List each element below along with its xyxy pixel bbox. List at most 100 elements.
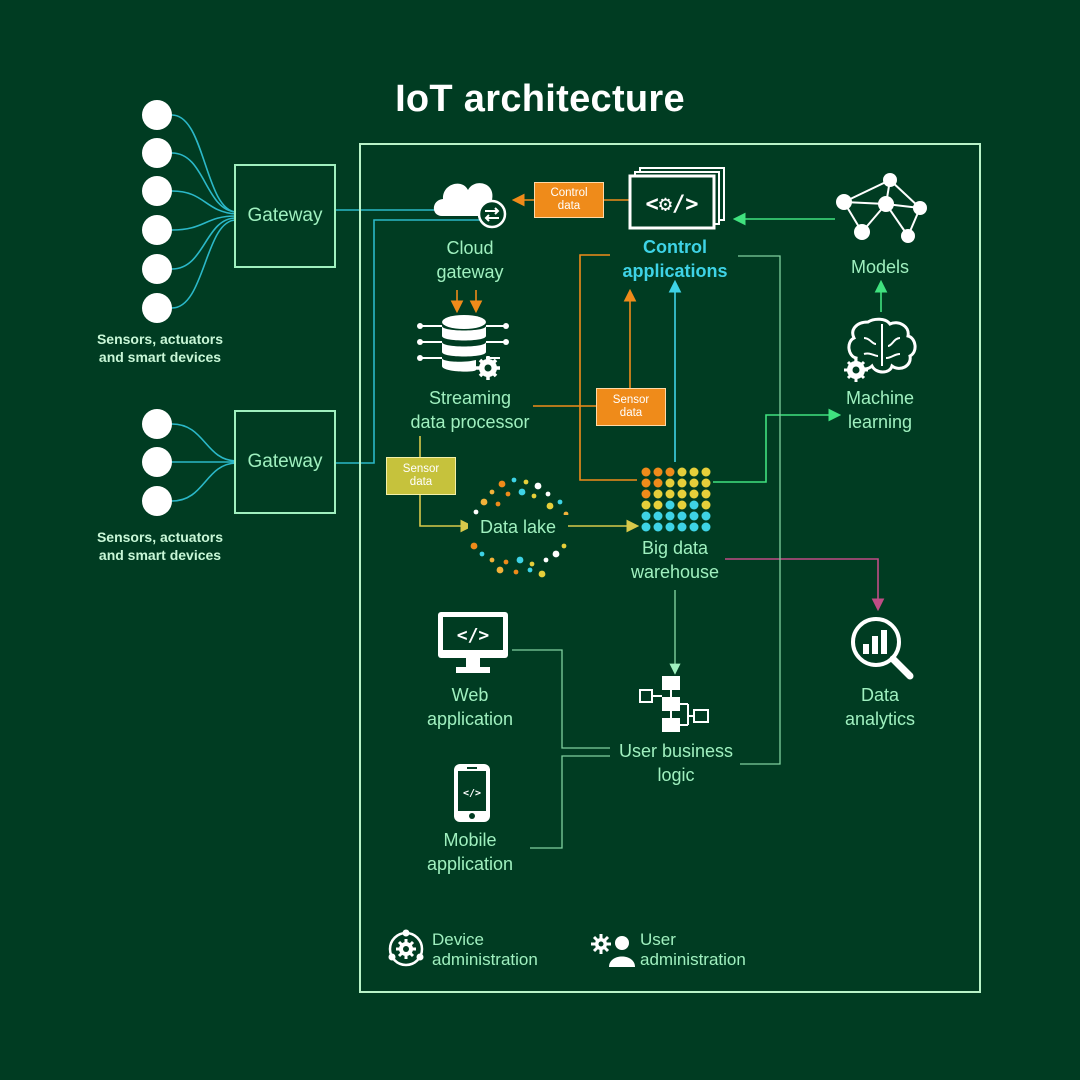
warehouse-dot <box>701 500 711 510</box>
warehouse-dot <box>677 511 687 521</box>
sensor-data-tag-orange: Sensor data <box>596 388 666 426</box>
lake-dot <box>531 493 537 499</box>
lake-dot <box>546 502 554 510</box>
lake-dot <box>489 557 495 563</box>
page-title: IoT architecture <box>395 78 685 120</box>
warehouse-dot <box>641 500 651 510</box>
lake-dot <box>498 480 506 488</box>
lake-dot <box>557 499 563 505</box>
control-applications-label: Control applications <box>622 237 728 281</box>
warehouse-dot <box>653 478 663 488</box>
lake-dot <box>513 569 519 575</box>
user-administration-label: User administration <box>640 930 746 969</box>
warehouse-dot <box>665 489 675 499</box>
lake-dot <box>538 570 546 578</box>
platform-frame <box>359 143 981 993</box>
warehouse-dot <box>689 489 699 499</box>
data-analytics-label: Data analytics <box>844 685 916 729</box>
gateway-box-1: Gateway <box>234 164 336 268</box>
monitor-code-icon: </> <box>438 612 508 673</box>
warehouse-dot <box>701 522 711 532</box>
sensor-links-group2 <box>171 423 237 502</box>
warehouse-dot <box>641 489 651 499</box>
warehouse-dot <box>677 489 687 499</box>
warehouse-dot <box>641 467 651 477</box>
warehouse-dot <box>653 467 663 477</box>
cloud-gateway-label: Cloud gateway <box>436 238 504 282</box>
web-application-label: Web application <box>426 685 514 729</box>
warehouse-dot <box>653 511 663 521</box>
big-data-warehouse-label: Big data warehouse <box>630 538 720 582</box>
lake-dot <box>545 491 551 497</box>
lake-dot <box>505 491 511 497</box>
mobile-application-label: Mobile application <box>426 830 514 874</box>
lake-dot <box>523 479 529 485</box>
warehouse-dot <box>653 522 663 532</box>
lake-dot <box>527 567 533 573</box>
lake-dot <box>489 489 495 495</box>
warehouse-dot <box>701 478 711 488</box>
warehouse-dot <box>641 522 651 532</box>
dot-cloud-icon <box>470 477 569 578</box>
cloud-sync-icon <box>433 183 507 229</box>
warehouse-dot <box>701 489 711 499</box>
sensor-data-tag-yellow: Sensor data <box>386 457 456 495</box>
sensor-device-dot <box>142 176 172 206</box>
warehouse-dot <box>701 511 711 521</box>
device-administration-label: Device administration <box>432 930 538 969</box>
warehouse-dot <box>653 489 663 499</box>
warehouse-dot <box>641 511 651 521</box>
svg-text:<⚙/>: <⚙/> <box>646 192 699 217</box>
user-business-logic-label: User business logic <box>618 741 734 785</box>
warehouse-dot <box>689 511 699 521</box>
sensor-device-dot <box>142 293 172 323</box>
warehouse-dot <box>677 467 687 477</box>
sensor-links-group1 <box>171 114 237 309</box>
sensors-label-1: Sensors, actuators and smart devices <box>96 331 224 365</box>
warehouse-dot <box>665 467 675 477</box>
warehouse-dot <box>689 478 699 488</box>
sensor-device-dot <box>142 486 172 516</box>
sensor-device-dot <box>142 138 172 168</box>
warehouse-dot <box>665 478 675 488</box>
lake-dot <box>543 557 549 563</box>
warehouse-dot <box>665 500 675 510</box>
magnifier-chart-icon <box>851 617 914 680</box>
sensor-device-dot <box>142 447 172 477</box>
phone-code-icon: </> <box>454 764 490 822</box>
sensor-device-dot <box>142 254 172 284</box>
code-windows-icon: <⚙/> <box>628 167 725 230</box>
lake-dot <box>479 551 485 557</box>
models-label: Models <box>850 257 910 277</box>
lake-dot <box>480 498 488 506</box>
lake-dot <box>470 542 478 550</box>
warehouse-dot <box>689 500 699 510</box>
machine-learning-label: Machine learning <box>845 388 915 432</box>
warehouse-dot <box>689 522 699 532</box>
sensor-device-dot <box>142 215 172 245</box>
warehouse-dot <box>689 467 699 477</box>
dot-grid-icon <box>641 467 711 532</box>
sensor-device-dot <box>142 100 172 130</box>
lake-dot <box>495 501 501 507</box>
gateway-box-2: Gateway <box>234 410 336 514</box>
device-admin-icon <box>388 929 424 967</box>
brain-gear-icon <box>844 317 917 382</box>
lake-dot <box>552 550 560 558</box>
user-admin-icon <box>591 934 635 967</box>
data-lake-label: Data lake <box>468 515 568 539</box>
lake-dot <box>516 556 524 564</box>
warehouse-dot <box>677 522 687 532</box>
lake-dot <box>529 561 535 567</box>
svg-text:</>: </> <box>457 625 490 646</box>
warehouse-dot <box>701 467 711 477</box>
streaming-processor-label: Streaming data processor <box>410 388 530 432</box>
svg-text:</>: </> <box>463 788 481 799</box>
warehouse-dot <box>665 511 675 521</box>
lake-dot <box>534 482 542 490</box>
warehouse-dot <box>653 500 663 510</box>
warehouse-dot <box>641 478 651 488</box>
lake-dot <box>503 559 509 565</box>
